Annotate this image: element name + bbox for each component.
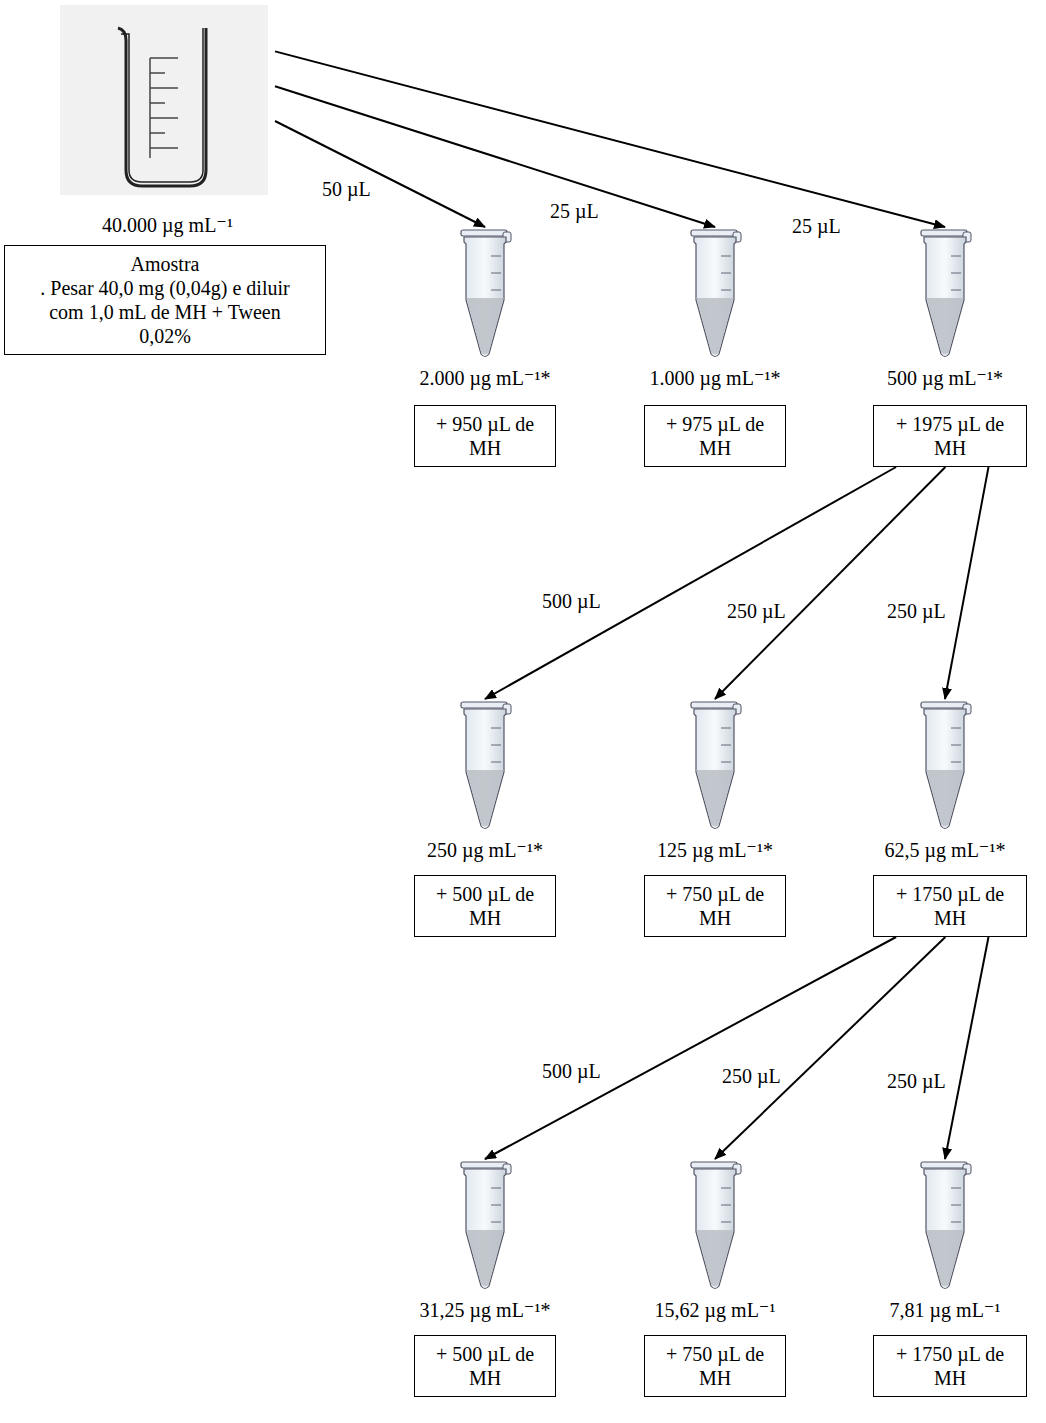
volume-label: 500 µL bbox=[540, 1060, 603, 1083]
transfer-arrow bbox=[275, 121, 485, 227]
volume-label: 250 µL bbox=[725, 600, 788, 623]
tube-node: 500 µg mL⁻¹* bbox=[860, 228, 1030, 390]
concentration-label: 62,5 µg mL⁻¹* bbox=[885, 838, 1006, 862]
box-text: + 750 µL de MH bbox=[665, 1342, 765, 1390]
tube-icon bbox=[455, 700, 515, 832]
stock-beaker: 40.000 µg mL⁻¹ bbox=[60, 5, 275, 237]
volume-label: 25 µL bbox=[548, 200, 601, 223]
box-text: . Pesar 40,0 mg (0,04g) e diluir com 1,0… bbox=[25, 276, 305, 348]
transfer-arrow bbox=[945, 937, 989, 1159]
beaker-symbol bbox=[118, 28, 206, 186]
volume-label: 25 µL bbox=[790, 215, 843, 238]
tube-icon bbox=[455, 228, 515, 360]
concentration-label: 1.000 µg mL⁻¹* bbox=[650, 366, 781, 390]
instruction-box: + 750 µL de MH bbox=[644, 875, 786, 937]
box-text: + 500 µL de MH bbox=[435, 1342, 535, 1390]
box-text: + 1975 µL de MH bbox=[894, 412, 1006, 460]
box-text: + 950 µL de MH bbox=[435, 412, 535, 460]
volume-label: 250 µL bbox=[885, 1070, 948, 1093]
volume-label: 50 µL bbox=[320, 178, 373, 201]
instruction-box: + 1750 µL de MH bbox=[873, 875, 1027, 937]
instruction-box: + 975 µL de MH bbox=[644, 405, 786, 467]
concentration-label: 125 µg mL⁻¹* bbox=[657, 838, 773, 862]
tube-icon bbox=[685, 700, 745, 832]
tube-icon bbox=[915, 700, 975, 832]
concentration-label: 2.000 µg mL⁻¹* bbox=[420, 366, 551, 390]
instruction-box: + 1750 µL de MH bbox=[873, 1335, 1027, 1397]
box-text: + 1750 µL de MH bbox=[894, 1342, 1006, 1390]
transfer-arrow bbox=[275, 51, 945, 227]
box-heading: Amostra bbox=[25, 252, 305, 276]
concentration-label: 15,62 µg mL⁻¹ bbox=[655, 1298, 776, 1322]
concentration-label: 250 µg mL⁻¹* bbox=[427, 838, 543, 862]
tube-icon bbox=[685, 1160, 745, 1292]
box-text: + 975 µL de MH bbox=[665, 412, 765, 460]
instruction-box: + 500 µL de MH bbox=[414, 875, 556, 937]
concentration-label: 31,25 µg mL⁻¹* bbox=[420, 1298, 551, 1322]
transfer-arrow bbox=[485, 467, 896, 699]
box-text: + 500 µL de MH bbox=[435, 882, 535, 930]
instruction-box: + 500 µL de MH bbox=[414, 1335, 556, 1397]
concentration-label: 500 µg mL⁻¹* bbox=[887, 366, 1003, 390]
instruction-box: + 750 µL de MH bbox=[644, 1335, 786, 1397]
transfer-arrow bbox=[715, 937, 945, 1159]
concentration-label: 7,81 µg mL⁻¹ bbox=[890, 1298, 1001, 1322]
concentration-label: 40.000 µg mL⁻¹ bbox=[102, 213, 233, 237]
tube-node: 7,81 µg mL⁻¹ bbox=[860, 1160, 1030, 1322]
box-text: + 1750 µL de MH bbox=[894, 882, 1006, 930]
instruction-box: Amostra. Pesar 40,0 mg (0,04g) e diluir … bbox=[4, 245, 326, 355]
tube-node: 15,62 µg mL⁻¹ bbox=[630, 1160, 800, 1322]
tube-node: 62,5 µg mL⁻¹* bbox=[860, 700, 1030, 862]
tube-icon bbox=[455, 1160, 515, 1292]
beaker-ground bbox=[60, 5, 268, 195]
beaker-scale bbox=[150, 58, 178, 158]
tube-node: 125 µg mL⁻¹* bbox=[630, 700, 800, 862]
tube-icon bbox=[685, 228, 745, 360]
transfer-arrow bbox=[715, 467, 945, 699]
tube-node: 1.000 µg mL⁻¹* bbox=[630, 228, 800, 390]
tube-node: 31,25 µg mL⁻¹* bbox=[400, 1160, 570, 1322]
tube-node: 2.000 µg mL⁻¹* bbox=[400, 228, 570, 390]
instruction-box: + 1975 µL de MH bbox=[873, 405, 1027, 467]
transfer-arrow bbox=[275, 86, 715, 227]
tube-node: 250 µg mL⁻¹* bbox=[400, 700, 570, 862]
tube-icon bbox=[915, 1160, 975, 1292]
transfer-arrow bbox=[945, 467, 989, 699]
volume-label: 500 µL bbox=[540, 590, 603, 613]
box-text: + 750 µL de MH bbox=[665, 882, 765, 930]
transfer-arrow bbox=[485, 937, 896, 1159]
volume-label: 250 µL bbox=[720, 1065, 783, 1088]
volume-label: 250 µL bbox=[885, 600, 948, 623]
tube-icon bbox=[915, 228, 975, 360]
instruction-box: + 950 µL de MH bbox=[414, 405, 556, 467]
